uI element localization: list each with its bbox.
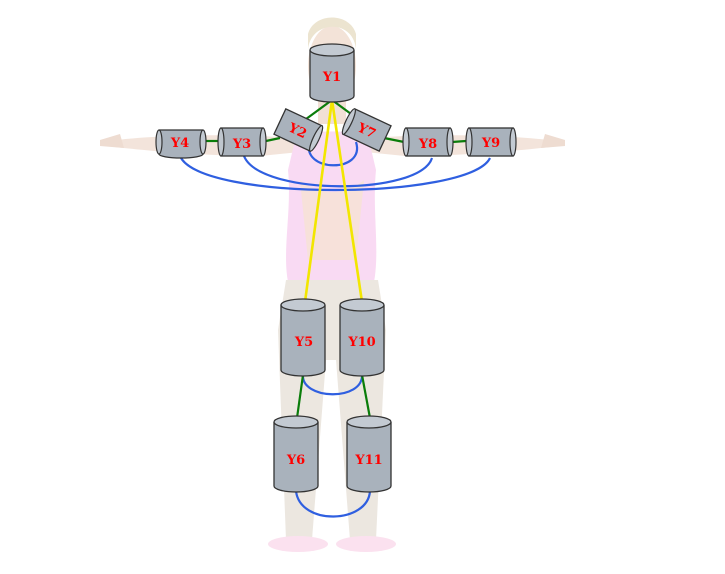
edge-green-Y7-Y8 xyxy=(383,136,405,144)
node-label-Y6: Y6 xyxy=(286,453,305,468)
node-Y10: Y10 xyxy=(339,298,385,377)
edge-green-Y5-Y6 xyxy=(295,374,305,419)
yellow-edges xyxy=(303,99,364,303)
node-label-Y8: Y8 xyxy=(418,137,437,152)
node-Y3: Y3 xyxy=(217,127,267,157)
node-Y5: Y5 xyxy=(280,298,326,377)
node-Y8: Y8 xyxy=(402,127,454,157)
edge-blue-Y6-Y11 xyxy=(294,490,372,518)
blue-edges xyxy=(178,141,491,518)
node-label-Y9: Y9 xyxy=(481,136,500,151)
node-Y7: Y7 xyxy=(341,107,392,153)
edge-blue-Y5-Y10 xyxy=(301,373,364,396)
node-label-Y1: Y1 xyxy=(322,70,341,85)
node-Y9: Y9 xyxy=(465,127,517,157)
node-label-Y4: Y4 xyxy=(170,136,189,151)
node-Y2: Y2 xyxy=(273,107,324,153)
node-Y6: Y6 xyxy=(273,415,319,493)
edge-green-Y8-Y9 xyxy=(451,139,467,144)
node-Y1: Y1 xyxy=(309,43,355,103)
edge-blue-Y3-Y8 xyxy=(242,155,434,188)
node-label-Y2: Y2 xyxy=(285,120,309,142)
edge-blue-Y4-Y9 xyxy=(178,155,491,192)
node-label-Y5: Y5 xyxy=(294,335,313,350)
node-label-Y10: Y10 xyxy=(347,335,375,350)
edge-green-Y2-Y3 xyxy=(265,136,281,143)
edge-green-Y10-Y11 xyxy=(360,374,372,419)
edge-yellow-Y1-Y5 xyxy=(303,99,334,303)
node-label-Y7: Y7 xyxy=(354,120,378,142)
node-Y11: Y11 xyxy=(346,415,392,493)
node-label-Y3: Y3 xyxy=(232,137,251,152)
node-Y4: Y4 xyxy=(155,129,207,159)
node-label-Y11: Y11 xyxy=(354,453,382,468)
edge-yellow-Y1-Y10 xyxy=(330,99,364,303)
